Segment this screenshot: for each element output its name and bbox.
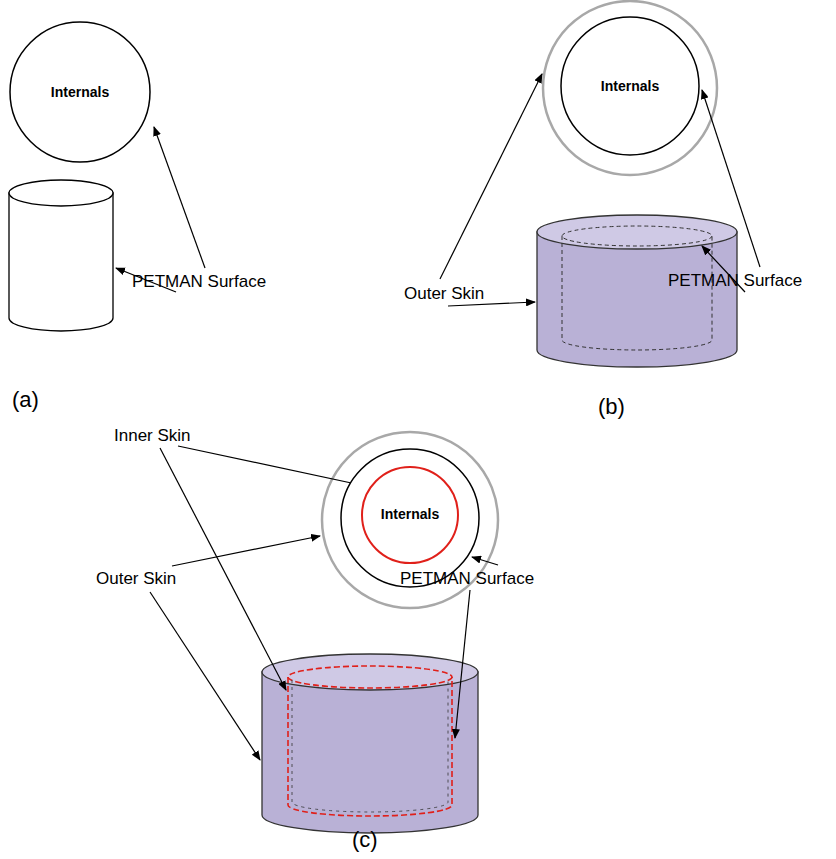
node-label: Internals (51, 84, 109, 100)
outer-skin-circle (543, 1, 717, 175)
callout-label: PETMAN Surface (132, 271, 266, 292)
internals-circle: Internals (340, 448, 480, 588)
callout-label: PETMAN Surface (668, 270, 802, 291)
panel-label: (b) (598, 393, 625, 421)
internals-circle: Internals (9, 21, 151, 163)
callout-label: Inner Skin (114, 425, 191, 446)
cylinder-a (9, 180, 113, 331)
cylinder-b (537, 215, 737, 367)
callout-label: Outer Skin (96, 568, 176, 589)
callout-label: PETMAN Surface (400, 568, 534, 589)
internals-circle: Internals (560, 16, 700, 156)
panel-label: (c) (352, 826, 378, 854)
cylinder-c (262, 654, 478, 833)
panel-label: (a) (12, 386, 39, 414)
leader-lines (116, 74, 760, 760)
callout-label: Outer Skin (404, 283, 484, 304)
node-label: Internals (601, 78, 659, 94)
node-label: Internals (381, 506, 439, 522)
